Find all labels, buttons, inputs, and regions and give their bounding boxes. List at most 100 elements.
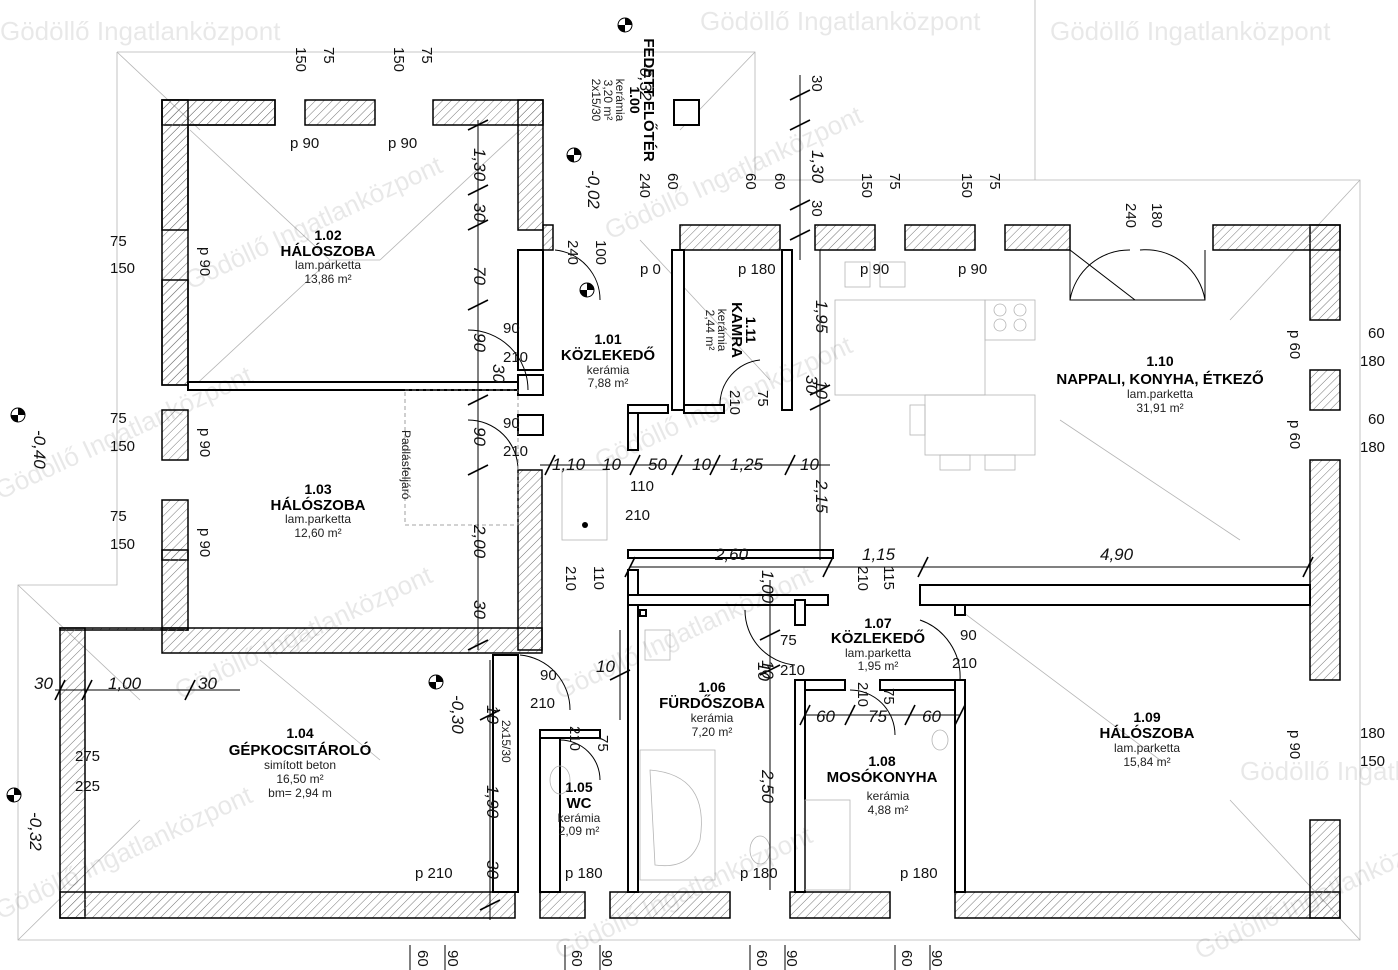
dimension-label: 75 bbox=[868, 707, 887, 726]
dimension-label: 90 bbox=[928, 950, 945, 967]
dimension-label: 2,00 bbox=[470, 524, 489, 559]
dimension-label: 150 bbox=[110, 260, 135, 277]
room-floor: kerámia bbox=[691, 711, 734, 725]
window-label: p 90 bbox=[958, 261, 987, 278]
attic-hatch-label: Padlásfeljáró bbox=[399, 430, 413, 500]
dimension-label: 10 bbox=[812, 380, 831, 399]
watermark: Gödöllő Ingatlanközpont bbox=[1050, 16, 1331, 46]
room-floor: kerámia bbox=[587, 363, 630, 377]
dimension-label: 90 bbox=[444, 950, 461, 967]
stairs-label: 2x15/30 bbox=[499, 720, 513, 763]
window-label: p 180 bbox=[738, 261, 776, 278]
dimension-label: 75 bbox=[986, 173, 1003, 190]
room-1-01: 1.01 KÖZLEKEDŐ kerámia 7,88 m² bbox=[561, 331, 656, 390]
dimension-label: 90 bbox=[470, 427, 489, 446]
dimension-label: 210 bbox=[854, 566, 871, 591]
window-label: p 90 bbox=[860, 261, 889, 278]
room-area: 13,86 m² bbox=[304, 272, 351, 286]
room-floor: kerámia bbox=[613, 79, 627, 122]
dimension-label: 75 bbox=[418, 47, 435, 64]
dimension-label: 90 bbox=[503, 415, 520, 432]
window-label: p 90 bbox=[196, 428, 213, 457]
dimension-label: 180 bbox=[1360, 439, 1385, 456]
dimension-label: 90 bbox=[598, 950, 615, 967]
room-name: HÁLÓSZOBA bbox=[281, 242, 376, 260]
dimension-label: 210 bbox=[854, 682, 871, 707]
dimension-label: 225 bbox=[75, 778, 100, 795]
dimension-label: 240 bbox=[1122, 203, 1139, 228]
room-name: GÉPKOCSITÁROLÓ bbox=[229, 741, 372, 759]
dimension-label: 1,25 bbox=[730, 455, 764, 474]
dimension-label: 60 bbox=[816, 707, 835, 726]
dimension-label: 1,15 bbox=[862, 545, 896, 564]
dimension-label: 150 bbox=[390, 47, 407, 72]
room-floor: lam.parketta bbox=[285, 512, 351, 526]
dimension-label: 1,30 bbox=[808, 150, 827, 184]
dimension-label: 90 bbox=[783, 950, 800, 967]
interior-walls bbox=[187, 99, 1311, 893]
dimension-label: 1,00 bbox=[758, 570, 777, 604]
dimension-label: 150 bbox=[292, 47, 309, 72]
watermark: Gödöllő Ingatlanközpont bbox=[0, 16, 281, 46]
window-label: p 180 bbox=[565, 865, 603, 882]
dimension-label: 75 bbox=[880, 688, 897, 705]
dimension-label: 75 bbox=[110, 508, 127, 525]
dimension-label: 10 bbox=[758, 660, 777, 679]
room-area: 4,88 m² bbox=[868, 803, 909, 817]
dimension-label: 180 bbox=[1148, 203, 1165, 228]
stairs-label: 2x15/30 bbox=[589, 79, 603, 122]
room-number: 1.03 bbox=[304, 481, 331, 497]
level-garage-ext: -0,32 bbox=[26, 812, 45, 851]
room-name: KÖZLEKEDŐ bbox=[831, 629, 926, 647]
level-texts: -0,32 -0,02 -0,40 -0,30 -0,32 Padlásfelj… bbox=[26, 62, 655, 851]
room-name: KAMRA bbox=[728, 302, 745, 358]
dimension-label: 115 bbox=[880, 566, 897, 590]
dimension-label: 1,00 bbox=[108, 674, 142, 693]
room-1-09: 1.09 HÁLÓSZOBA lam.parketta 15,84 m² bbox=[1100, 709, 1195, 769]
dimension-label: 75 bbox=[780, 632, 797, 649]
room-floor: kerámia bbox=[558, 811, 601, 825]
room-floor: lam.parketta bbox=[295, 258, 361, 272]
room-number: 1.07 bbox=[864, 615, 891, 631]
dimension-label: 60 bbox=[1368, 411, 1385, 428]
fixtures bbox=[404, 261, 1036, 891]
room-name: WC bbox=[567, 795, 592, 812]
room-area: 31,91 m² bbox=[1136, 401, 1183, 415]
dimension-label: 60 bbox=[771, 173, 788, 190]
room-number: 1.01 bbox=[594, 331, 621, 347]
dimension-label: 30 bbox=[198, 674, 217, 693]
room-name: FÜRDŐSZOBA bbox=[659, 694, 765, 712]
watermark: Gödöllő Ingatlanközpont bbox=[1240, 756, 1398, 786]
window-label: p 180 bbox=[740, 865, 778, 882]
watermarks: Gödöllő Ingatlanközpont Gödöllő Ingatlan… bbox=[0, 6, 1398, 965]
window-label: p 90 bbox=[388, 135, 417, 152]
dimension-label: 210 bbox=[726, 390, 743, 415]
dimension-label: 150 bbox=[110, 536, 135, 553]
dimension-label: 30 bbox=[489, 364, 508, 383]
room-floor: kerámia bbox=[715, 309, 729, 352]
room-floor: lam.parketta bbox=[845, 646, 911, 660]
dimension-label: 240 bbox=[636, 173, 653, 198]
dimension-label: 75 bbox=[594, 735, 611, 752]
room-floor: lam.parketta bbox=[1127, 387, 1193, 401]
dimension-label: 2,15 bbox=[812, 479, 831, 514]
room-area: 1,95 m² bbox=[858, 659, 899, 673]
room-number: 1.09 bbox=[1133, 709, 1160, 725]
dimension-label: 60 bbox=[922, 707, 941, 726]
dimension-label: 110 bbox=[590, 566, 607, 590]
dimension-label: 4,90 bbox=[1100, 545, 1134, 564]
level-entry: -0,32 bbox=[636, 62, 655, 101]
dimension-label: 210 bbox=[503, 443, 528, 460]
dimension-ticks bbox=[54, 75, 1314, 970]
window-label: p 90 bbox=[196, 247, 213, 276]
dimension-label: 1,95 bbox=[812, 300, 831, 334]
dimension-label: 30 bbox=[802, 375, 821, 394]
room-number: 1.11 bbox=[743, 317, 759, 344]
dimension-label: 2,60 bbox=[714, 545, 749, 564]
room-1-11: 1.11 KAMRA kerámia 2,44 m² bbox=[703, 302, 759, 358]
dimension-label: 30 bbox=[470, 203, 489, 222]
room-1-08: 1.08 MOSÓKONYHA kerámia 4,88 m² bbox=[827, 753, 938, 817]
dimension-label: 150 bbox=[110, 438, 135, 455]
room-name: HÁLÓSZOBA bbox=[1100, 724, 1195, 742]
room-floor: simított beton bbox=[264, 758, 336, 772]
